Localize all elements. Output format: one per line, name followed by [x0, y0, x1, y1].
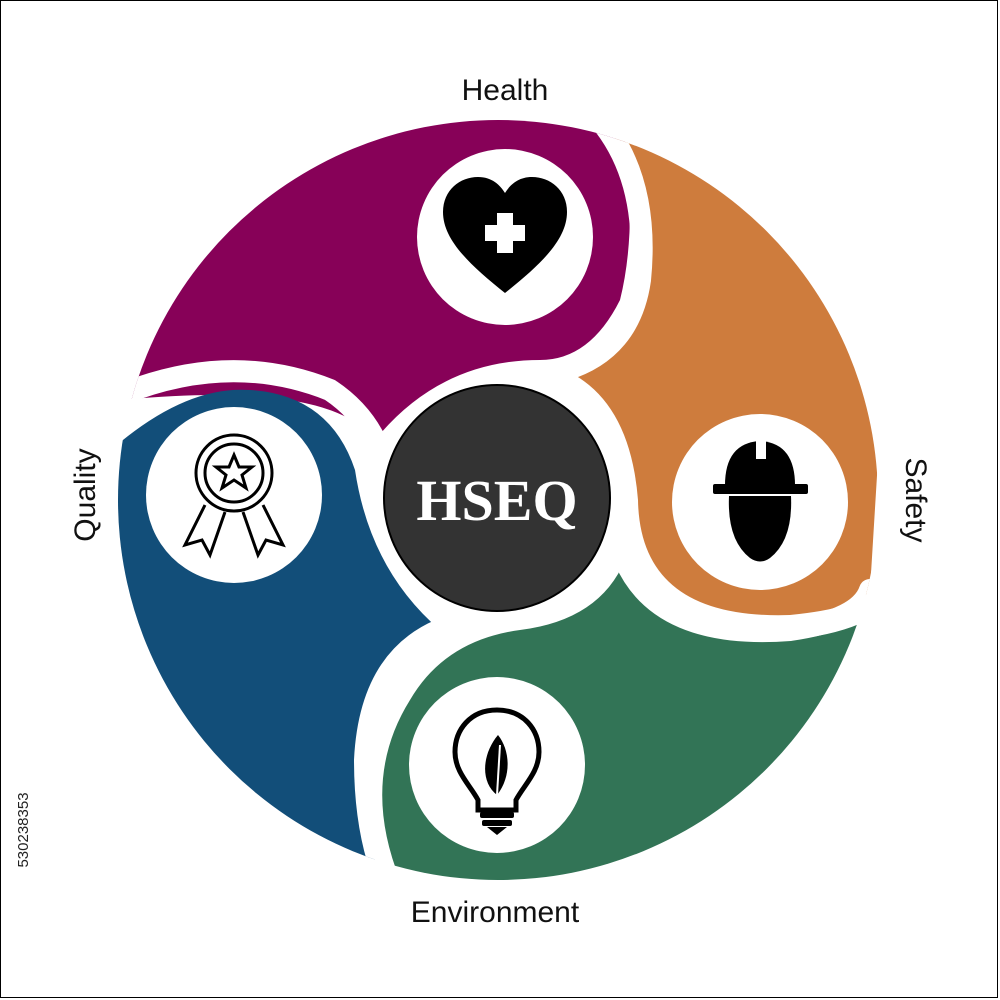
hard-hat-worker-icon: [713, 441, 808, 562]
heart-plus-icon: [443, 177, 567, 293]
label-environment: Environment: [411, 896, 580, 929]
quality-icon-circle: [146, 407, 322, 583]
label-safety: Safety: [899, 457, 932, 542]
award-ribbon-icon: [182, 433, 286, 559]
label-quality: Quality: [69, 448, 102, 541]
lightbulb-leaf-icon: [452, 707, 542, 835]
center-label: HSEQ: [416, 468, 577, 533]
center-circle: [383, 384, 611, 612]
stock-id-text: 530238353: [15, 792, 32, 867]
label-health: Health: [462, 74, 549, 107]
